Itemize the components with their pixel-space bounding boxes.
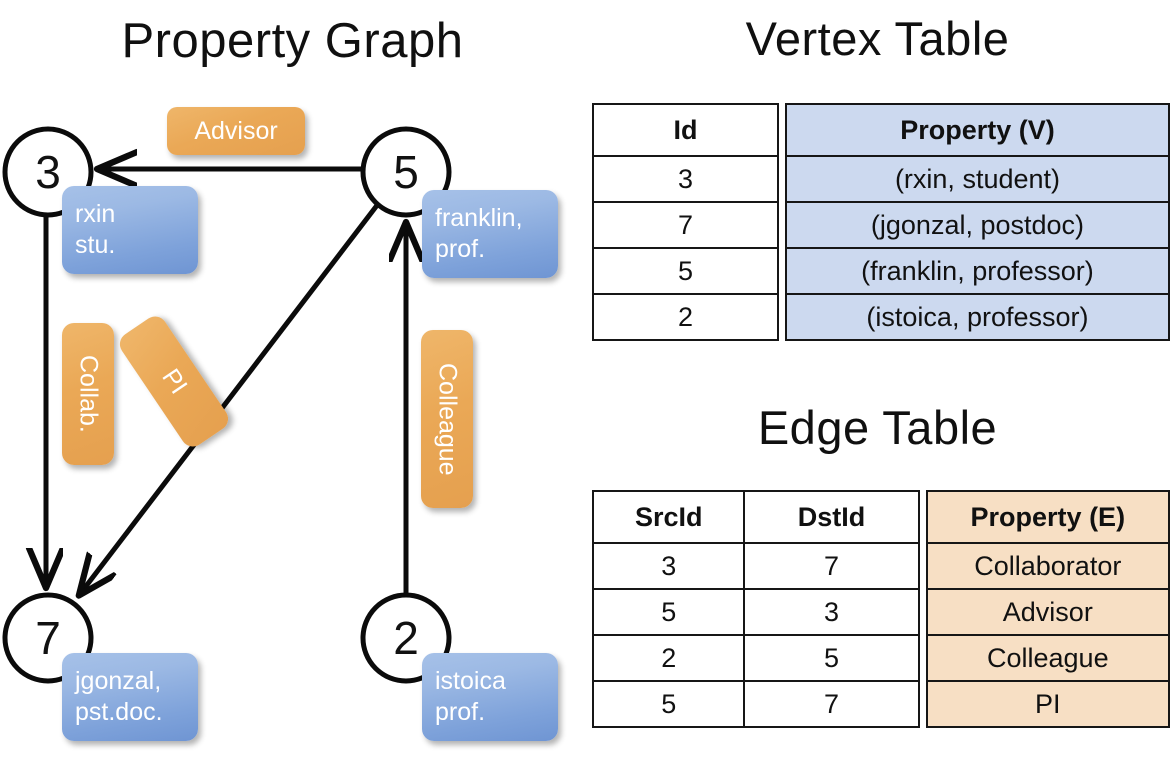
edge-table-cell-dstid: 3 [743, 588, 920, 636]
vertex-table-cell-id: 2 [592, 293, 779, 341]
table-column-gap [918, 635, 927, 681]
graph-edge-label-advisor: Advisor [167, 107, 305, 155]
table-row: 5 7 PI [591, 680, 1170, 728]
graph-vertex-property-jgonzal: jgonzal, pst.doc. [62, 653, 198, 741]
page-title-property-graph: Property Graph [121, 14, 464, 68]
graph-node-label-5: 5 [393, 146, 419, 198]
edge-table-cell-srcid: 2 [591, 634, 746, 682]
table-row: 3 7 Collaborator [591, 542, 1170, 590]
table-column-gap [918, 589, 927, 635]
vertex-property-line2: pst.doc. [75, 698, 163, 726]
table-row: 3 (rxin, student) [592, 155, 1170, 203]
table-column-gap [777, 104, 786, 156]
property-graph-panel: Property Graph 3 5 7 2 rxin stu. [2, 14, 558, 741]
vertex-table: Id Property (V) 3 (rxin, student) 7 (jgo… [592, 103, 1170, 341]
vertex-property-line1: jgonzal, [75, 667, 162, 695]
graph-vertex-property-istoica: istoica prof. [422, 653, 558, 741]
graph-vertex-property-franklin: franklin, prof. [422, 190, 558, 278]
graph-node-label-7: 7 [35, 612, 61, 664]
graph-edge-label-collab: Collab. [62, 323, 114, 465]
vertex-property-line1: rxin [75, 200, 116, 228]
edge-table-cell-property: Colleague [925, 634, 1170, 682]
table-column-gap [918, 543, 927, 589]
table-column-gap [777, 248, 786, 294]
edge-table-cell-dstid: 7 [743, 680, 920, 728]
table-row: 5 (franklin, professor) [592, 247, 1170, 295]
vertex-table-cell-id: 3 [592, 155, 779, 203]
graph-edge-label-colleague: Colleague [421, 330, 473, 508]
table-row: 2 5 Colleague [591, 634, 1170, 682]
vertex-property-line1: franklin, [435, 204, 523, 232]
page-title-edge-table: Edge Table [757, 401, 998, 454]
vertex-property-line1: istoica [435, 667, 506, 695]
edge-table-header-srcid: SrcId [591, 490, 746, 544]
table-column-gap [777, 156, 786, 202]
table-column-gap [777, 294, 786, 340]
graph-node-label-2: 2 [393, 612, 419, 664]
table-row: 7 (jgonzal, postdoc) [592, 201, 1170, 249]
edge-table-cell-property: Advisor [925, 588, 1170, 636]
vertex-property-line2: prof. [435, 698, 486, 726]
edge-table-cell-srcid: 3 [591, 542, 746, 590]
graph-vertex-property-rxin: rxin stu. [62, 186, 198, 274]
edge-table-cell-srcid: 5 [591, 588, 746, 636]
vertex-table-cell-id: 7 [592, 201, 779, 249]
vertex-table-cell-property: (franklin, professor) [784, 247, 1170, 295]
graph-edge-5-to-7 [80, 202, 380, 594]
table-row: 2 (istoica, professor) [592, 293, 1170, 341]
table-column-gap [918, 681, 927, 727]
edge-table-cell-property: Collaborator [925, 542, 1170, 590]
vertex-table-cell-id: 5 [592, 247, 779, 295]
vertex-property-line2: prof. [435, 235, 486, 263]
vertex-table-header-row: Id Property (V) [592, 103, 1170, 157]
vertex-table-cell-property: (istoica, professor) [784, 293, 1170, 341]
edge-table-header-dstid: DstId [743, 490, 920, 544]
vertex-table-cell-property: (rxin, student) [784, 155, 1170, 203]
edge-table: SrcId DstId Property (E) 3 7 Collaborato… [591, 490, 1170, 728]
edge-table-cell-dstid: 5 [743, 634, 920, 682]
vertex-property-line2: stu. [75, 231, 116, 259]
edge-table-header-property: Property (E) [925, 490, 1170, 544]
edge-table-cell-srcid: 5 [591, 680, 746, 728]
table-column-gap [777, 202, 786, 248]
table-column-gap [918, 491, 927, 543]
edge-table-header-row: SrcId DstId Property (E) [591, 490, 1170, 544]
vertex-table-header-id: Id [592, 103, 779, 157]
page-title-vertex-table: Vertex Table [745, 12, 1010, 65]
edge-table-cell-property: PI [925, 680, 1170, 728]
vertex-table-cell-property: (jgonzal, postdoc) [784, 201, 1170, 249]
edge-table-cell-dstid: 7 [743, 542, 920, 590]
vertex-table-header-property: Property (V) [784, 103, 1170, 157]
graph-node-label-3: 3 [35, 146, 61, 198]
table-row: 5 3 Advisor [591, 588, 1170, 636]
